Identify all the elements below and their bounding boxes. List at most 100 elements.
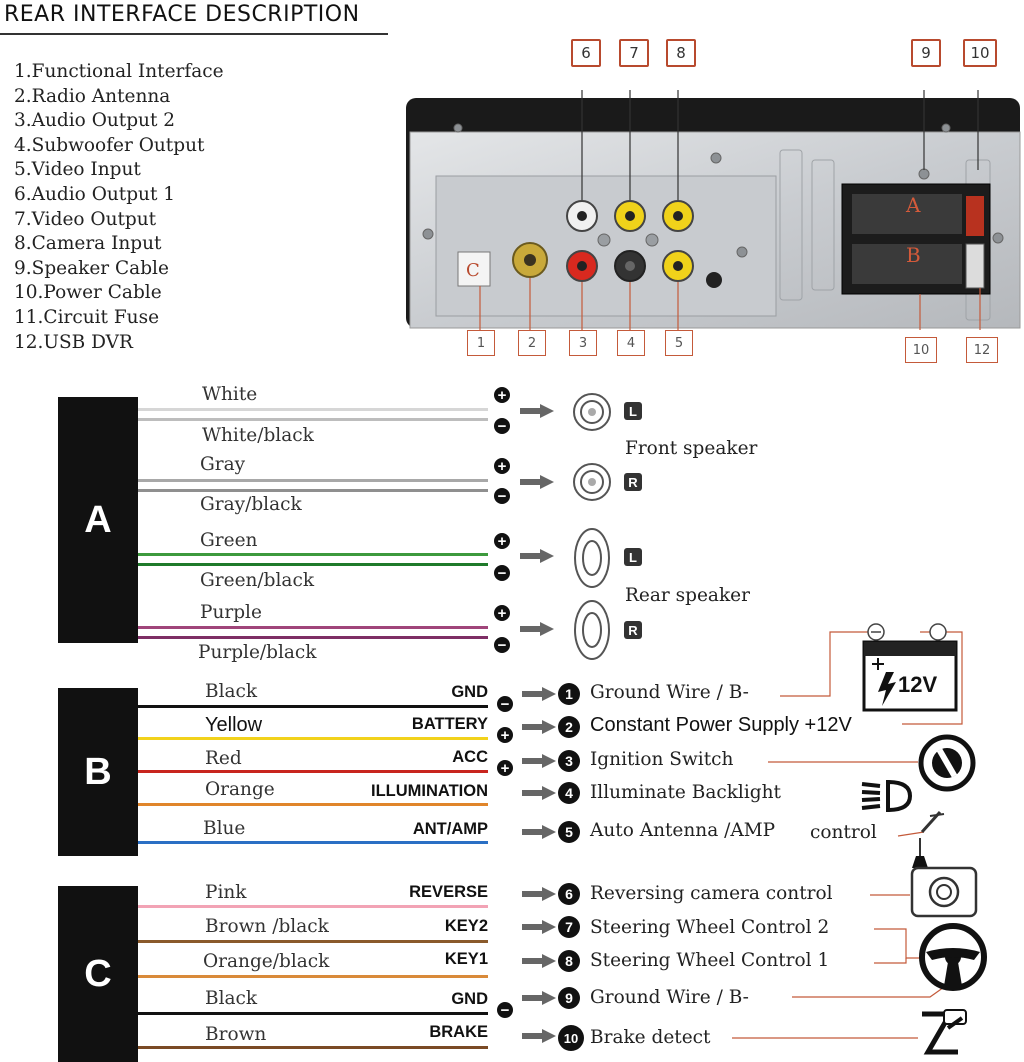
- wire-label: Orange/black: [203, 951, 330, 972]
- wire-brown-black: [138, 940, 488, 943]
- function-label: Brake detect: [590, 1027, 711, 1048]
- battery-voltage-label: 12V: [898, 672, 938, 697]
- connector-b-block: B: [58, 688, 138, 856]
- wire-label: White/black: [202, 425, 314, 446]
- usb-port: [965, 243, 985, 289]
- interface-legend: 1.Functional Interface 2.Radio Antenna 3…: [14, 60, 224, 355]
- callout-6: 6: [571, 39, 601, 67]
- functional-interface-port: [457, 251, 491, 287]
- arrow-right-icon: [522, 754, 556, 768]
- function-label: Ignition Switch: [590, 749, 734, 770]
- wire-label: Gray: [200, 454, 246, 475]
- function-label: Constant Power Supply +12V: [590, 714, 852, 736]
- wire-orange-black: [138, 975, 488, 978]
- function-label: Illuminate Backlight: [590, 782, 781, 803]
- wire-orange: [138, 803, 488, 806]
- legend-item: 11.Circuit Fuse: [14, 306, 160, 328]
- minus-icon: −: [497, 696, 513, 712]
- arrow-right-icon: [522, 825, 556, 839]
- callout-2: 2: [518, 330, 546, 356]
- minus-icon: −: [494, 565, 510, 581]
- wire-label: Green: [200, 530, 258, 551]
- rear-speaker-left-icon: [574, 528, 610, 588]
- wire-black: [138, 1012, 488, 1015]
- wire-label: Purple/black: [198, 642, 317, 663]
- minus-icon: −: [494, 418, 510, 434]
- arrow-right-icon: [522, 887, 556, 901]
- signal-label: KEY2: [444, 917, 488, 935]
- connector-mark-b: B: [906, 243, 921, 267]
- arrow-right-icon: [520, 475, 554, 489]
- arrow-right-icon: [522, 687, 556, 701]
- wire-pink: [138, 905, 488, 908]
- wire-label: Blue: [203, 818, 246, 839]
- wire-green: [138, 553, 488, 556]
- steering-wheel-icon: [919, 923, 987, 991]
- wire-gray-black: [138, 489, 488, 492]
- rear-speaker-right-icon: [574, 600, 610, 660]
- wire-label: Black: [205, 681, 258, 702]
- arrow-right-icon: [520, 549, 554, 563]
- step-number: 4: [558, 782, 580, 804]
- signal-label: GND: [451, 990, 488, 1008]
- legend-item: 4.Subwoofer Output: [14, 134, 205, 156]
- wire-label: Orange: [205, 779, 275, 800]
- plus-icon: +: [494, 533, 510, 549]
- legend-item: 8.Camera Input: [14, 233, 162, 255]
- legend-item: 6.Audio Output 1: [14, 183, 176, 205]
- page-title: REAR INTERFACE DESCRIPTION: [4, 2, 360, 27]
- left-channel-badge: L: [624, 548, 642, 566]
- wire-label: Black: [205, 988, 258, 1009]
- antenna-icon: [897, 810, 945, 868]
- step-number: 5: [558, 821, 580, 843]
- wire-label: Brown /black: [205, 916, 329, 937]
- legend-item: 2.Radio Antenna: [14, 85, 171, 107]
- plus-icon: +: [494, 458, 510, 474]
- wire-label: Pink: [205, 882, 247, 903]
- wire-label: White: [202, 384, 258, 405]
- battery-icon: [862, 623, 958, 712]
- wire-red: [138, 770, 488, 773]
- wire-label: Green/black: [200, 570, 315, 591]
- ignition-switch-icon: [918, 734, 976, 792]
- legend-item: 10.Power Cable: [14, 282, 162, 304]
- plus-icon: +: [497, 727, 513, 743]
- wire-brown: [138, 1046, 488, 1049]
- step-number: 7: [558, 916, 580, 938]
- arrow-right-icon: [522, 720, 556, 734]
- function-label: Steering Wheel Control 2: [590, 917, 830, 938]
- legend-item: 7.Video Output: [14, 208, 157, 230]
- legend-item: 3.Audio Output 2: [14, 110, 176, 132]
- signal-label: ILLUMINATION: [370, 782, 488, 800]
- wire-label: Brown: [205, 1024, 267, 1045]
- callout-10-bottom: 10: [905, 337, 937, 363]
- wire-purple: [138, 626, 488, 629]
- step-number: 9: [558, 987, 580, 1009]
- step-number: 8: [558, 950, 580, 972]
- wire-green-black: [138, 563, 488, 566]
- step-number: 6: [558, 883, 580, 905]
- function-label: Ground Wire / B-: [590, 987, 749, 1008]
- rca-jacks: [566, 200, 722, 288]
- plus-icon: +: [494, 605, 510, 621]
- port-mark-c: C: [466, 260, 480, 281]
- wire-black: [138, 705, 488, 708]
- wire-white: [138, 408, 488, 411]
- callout-1: 1: [467, 330, 495, 356]
- callout-4: 4: [617, 330, 645, 356]
- ignition-line: [768, 761, 918, 763]
- function-label: Auto Antenna /AMP: [590, 820, 776, 841]
- signal-label: GND: [451, 683, 488, 701]
- front-speaker-left-icon: [573, 393, 611, 431]
- wire-gray: [138, 479, 488, 482]
- step-number: 10: [558, 1025, 584, 1051]
- minus-icon: −: [494, 637, 510, 653]
- wire-label: Gray/black: [200, 494, 302, 515]
- callout-9: 9: [911, 39, 941, 67]
- arrow-right-icon: [522, 991, 556, 1005]
- left-channel-badge: L: [624, 402, 642, 420]
- front-speaker-right-icon: [573, 463, 611, 501]
- function-label: Reversing camera control: [590, 883, 833, 904]
- callout-7: 7: [619, 39, 649, 67]
- callout-3: 3: [569, 330, 597, 356]
